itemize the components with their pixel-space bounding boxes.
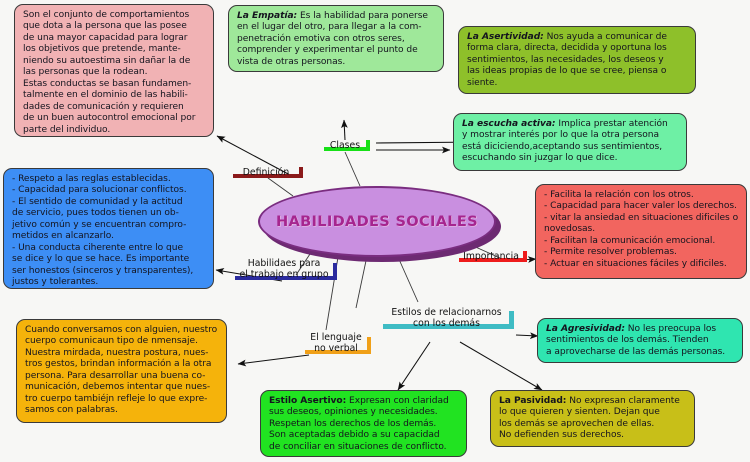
- box-importancia[interactable]: - Facilita la relación con los otros.- C…: [535, 184, 747, 279]
- chip-trabajo-grupo-cap: [333, 263, 337, 281]
- arrow-estilos-agresividad: [515, 332, 539, 339]
- chip-definicion-cap: [299, 167, 303, 179]
- box-asertividad-text: La Asertividad: Nos ayuda a comunicar de…: [467, 32, 667, 88]
- chip-lenguaje-cap: [367, 337, 371, 355]
- box-lead: La Empatía:: [237, 11, 298, 21]
- box-lead: La Agresividad:: [546, 324, 625, 334]
- box-lead: La escucha activa:: [462, 119, 556, 129]
- page-title: HABILIDADES SOCIALES: [275, 213, 478, 230]
- arrow-estilos-pasividad: [459, 341, 543, 391]
- chip-importancia-underline: [459, 258, 523, 263]
- chip-definicion[interactable]: Definición: [233, 167, 303, 179]
- chip-trabajo-grupo-line1: Habilidaes para: [247, 258, 321, 269]
- chip-estilos-cap: [509, 311, 514, 330]
- box-importancia-text: - Facilita la relación con los otros.- C…: [544, 190, 739, 269]
- arrow-lenguaje-box: [237, 354, 310, 367]
- box-escucha-activa[interactable]: La escucha activa: Implica prestar atenc…: [453, 113, 687, 171]
- arrow-clases-empatia: [341, 119, 348, 141]
- chip-estilos-line2: con los demás: [413, 318, 480, 330]
- chip-lenguaje-underline: [305, 350, 367, 355]
- chip-lenguaje-line1: El lenguaje: [310, 332, 362, 343]
- chip-definicion-label: Definición: [242, 167, 290, 178]
- chip-estilos-underline: [383, 324, 510, 330]
- chip-clases-underline: [324, 147, 366, 152]
- chip-clases-cap: [366, 140, 370, 152]
- box-lead: La Asertividad:: [467, 32, 544, 42]
- chip-trabajo-grupo-line2: el trabajo en grupo: [239, 269, 329, 281]
- edge-center-clases: [344, 151, 361, 187]
- chip-trabajo-grupo[interactable]: Habilidaes para el trabajo en grupo: [235, 258, 337, 281]
- box-empatia-text: La Empatía: Es la habilidad para ponerse…: [237, 11, 428, 67]
- box-lead: La Pasividad:: [499, 396, 567, 406]
- box-trabajo-grupo-text: - Respeto a las reglas establecidas.- Ca…: [12, 174, 194, 288]
- chip-definicion-underline: [233, 174, 299, 179]
- edge-center-lenguaje2: [355, 255, 368, 309]
- box-lead: Estilo Asertivo:: [269, 396, 347, 406]
- arrow-estilos-asertivo: [397, 341, 431, 391]
- edge-center-estilos: [397, 256, 419, 303]
- chip-lenguaje[interactable]: El lenguaje no verbal: [305, 332, 371, 355]
- box-empatia[interactable]: La Empatía: Es la habilidad para ponerse…: [228, 5, 444, 72]
- chip-clases[interactable]: Clases: [324, 140, 370, 152]
- chip-importancia-cap: [523, 251, 527, 263]
- chip-clases-label: Clases: [329, 140, 361, 151]
- central-node-body: HABILIDADES SOCIALES: [258, 186, 496, 257]
- chip-estilos[interactable]: Estilos de relacionarnos con los demás: [383, 307, 514, 330]
- chip-trabajo-grupo-underline: [235, 276, 333, 281]
- central-node[interactable]: HABILIDADES SOCIALES: [258, 186, 501, 262]
- box-escucha-activa-text: La escucha activa: Implica prestar atenc…: [462, 119, 668, 164]
- box-trabajo-grupo[interactable]: - Respeto a las reglas establecidas.- Ca…: [3, 168, 214, 289]
- box-asertividad[interactable]: La Asertividad: Nos ayuda a comunicar de…: [458, 26, 696, 94]
- chip-lenguaje-line2: no verbal: [314, 343, 358, 355]
- chip-estilos-line1: Estilos de relacionarnos: [391, 307, 502, 318]
